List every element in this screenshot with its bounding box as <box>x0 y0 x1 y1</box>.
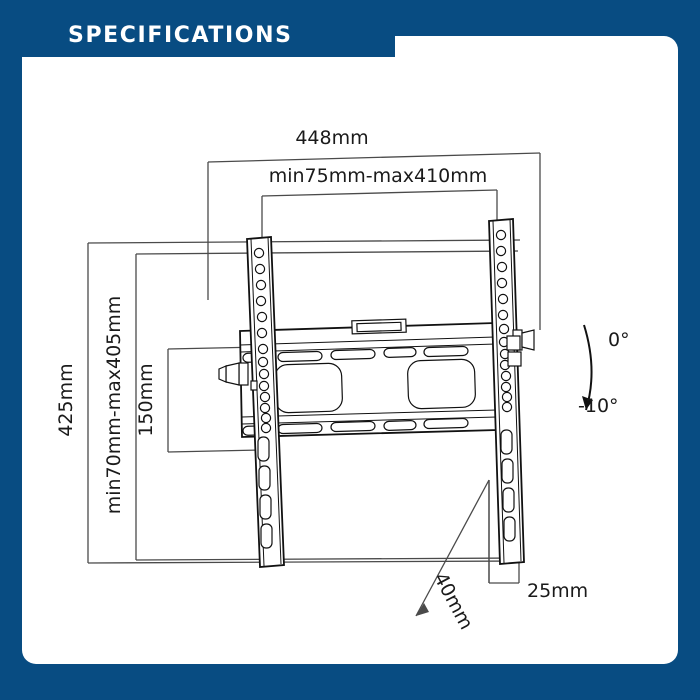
label-425mm: 425mm <box>55 363 77 436</box>
right-rail-hole-column <box>495 229 513 413</box>
header-tab <box>0 0 395 57</box>
label-150mm: 150mm <box>135 363 157 436</box>
label-min75-max410: min75mm-max410mm <box>269 165 488 187</box>
tilt-clip <box>506 335 522 367</box>
dimension-448mm <box>207 152 541 330</box>
label-tilt-0-deg: 0° <box>608 329 630 351</box>
left-rail-slot-column <box>257 436 273 549</box>
left-vertical-rail <box>218 236 285 568</box>
label-tilt-minus-10-deg: -10° <box>578 395 619 417</box>
right-rail-slot-column <box>500 429 516 542</box>
label-25mm: 25mm <box>527 580 588 602</box>
page-title: SPECIFICATIONS <box>68 23 293 48</box>
label-448mm: 448mm <box>295 127 368 149</box>
dimension-425mm <box>87 239 521 564</box>
dimension-40mm <box>415 479 490 617</box>
label-min70-max405: min70mm-max405mm <box>103 296 125 515</box>
left-rail-hole-column <box>253 247 272 434</box>
plate-slot-row-lower <box>242 417 469 436</box>
left-rail-knob <box>218 362 249 386</box>
dimension-min70-max405 <box>135 250 519 561</box>
wall-plate <box>239 318 498 438</box>
right-vertical-rail <box>488 218 535 565</box>
tilt-arc <box>582 324 593 411</box>
